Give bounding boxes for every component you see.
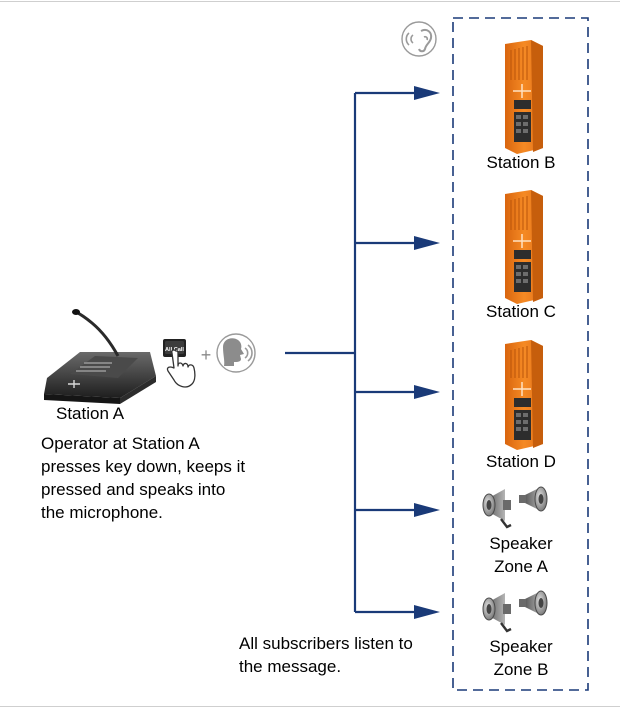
arrowhead-station-b: [414, 86, 440, 100]
station-b-label: Station B: [486, 153, 556, 172]
speaker-zone-a-line-1: Speaker: [489, 534, 553, 553]
operator-description-line-4: the microphone.: [41, 503, 163, 522]
listen-ear-icon: [401, 21, 437, 57]
arrowhead-zone-b: [414, 605, 440, 619]
top-border: [0, 1, 620, 2]
operator-description-line-2: presses key down, keeps it: [41, 457, 246, 476]
subscribers-listen-note-line-1: All subscribers listen to: [239, 634, 413, 653]
arrowhead-zone-a: [414, 503, 440, 517]
speaker-zone-b-line-1: Speaker: [489, 637, 553, 656]
subscribers-listen-note: All subscribers listen to the message.: [239, 632, 413, 678]
wall-station-b-icon: [505, 40, 543, 154]
horn-speakers-zone-b-icon: [482, 590, 548, 633]
subscriber-group-border: [452, 17, 589, 691]
operator-description: Operator at Station A presses key down, …: [41, 432, 245, 524]
bottom-border: [0, 706, 620, 707]
operator-description-line-3: pressed and speaks into: [41, 480, 226, 499]
speaker-zone-a-line-2: Zone A: [494, 557, 548, 576]
wall-station-d-icon: [505, 340, 543, 450]
speaker-zone-b-label: Speaker Zone B: [463, 635, 579, 681]
wall-station-c-icon: [505, 190, 543, 304]
arrowheads: [414, 86, 440, 619]
arrowhead-station-d: [414, 385, 440, 399]
speaker-zone-b-line-2: Zone B: [493, 660, 549, 679]
pressing-finger-icon: [166, 349, 196, 388]
station-c-label: Station C: [486, 302, 556, 321]
connection-lines: [285, 91, 420, 614]
plus-symbol: +: [201, 345, 212, 365]
station-a-label: Station A: [56, 404, 125, 423]
subscribers-listen-note-line-2: the message.: [239, 657, 342, 676]
operator-description-line-1: Operator at Station A: [41, 434, 200, 453]
arrowhead-station-c: [414, 236, 440, 250]
desk-microphone-station-icon: [44, 309, 156, 404]
horn-speakers-zone-a-icon: [482, 486, 548, 529]
speaker-zone-a-label: Speaker Zone A: [463, 532, 579, 578]
speaking-head-icon: [216, 333, 256, 373]
station-d-label: Station D: [486, 452, 556, 471]
